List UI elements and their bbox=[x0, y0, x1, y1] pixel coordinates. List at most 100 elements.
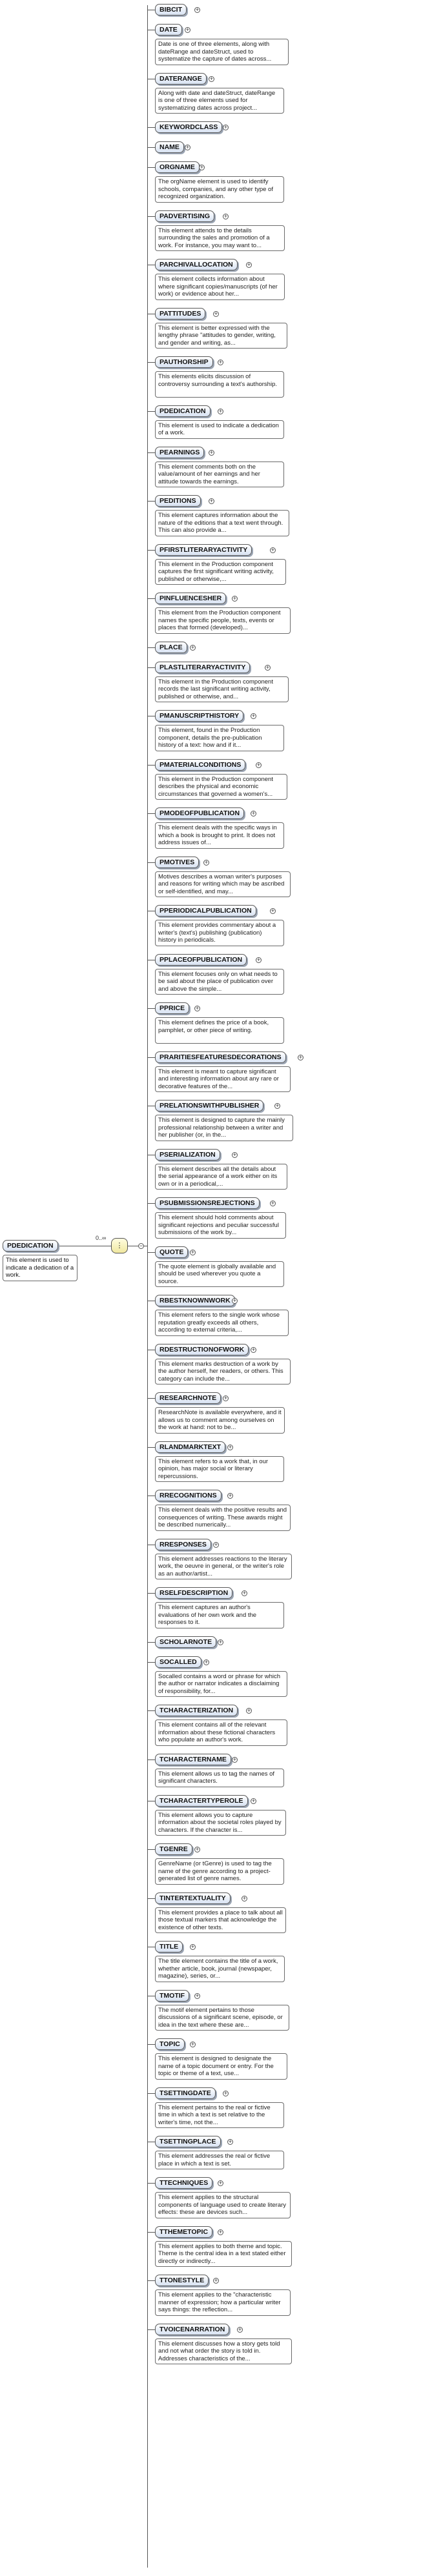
element-pserialization[interactable]: PSERIALIZATION bbox=[155, 1148, 220, 1161]
expand-icon[interactable]: + bbox=[218, 359, 223, 365]
expand-icon[interactable]: + bbox=[194, 6, 200, 13]
element-quote[interactable]: QUOTE bbox=[155, 1246, 189, 1258]
expand-icon[interactable]: + bbox=[218, 407, 223, 414]
element-peditions[interactable]: PEDITIONS bbox=[155, 495, 201, 507]
expand-icon[interactable]: + bbox=[209, 449, 214, 456]
element-orgname[interactable]: ORGNAME bbox=[155, 161, 200, 173]
expand-icon[interactable]: + bbox=[190, 2041, 196, 2047]
element-pprice[interactable]: PPRICE bbox=[155, 1002, 190, 1014]
element-rbestknownwork[interactable]: RBESTKNOWNWORK bbox=[155, 1295, 235, 1306]
element-pdedication[interactable]: PDEDICATION bbox=[155, 405, 211, 417]
element-pfirstliteraryactivity[interactable]: PFIRSTLITERARYACTIVITY bbox=[155, 543, 252, 556]
expand-icon[interactable]: + bbox=[232, 1151, 238, 1158]
expand-icon[interactable]: + bbox=[190, 1248, 196, 1255]
expand-icon[interactable]: + bbox=[194, 1992, 200, 1999]
element-pattitudes[interactable]: PATTITUDES bbox=[155, 307, 206, 319]
expand-icon[interactable]: + bbox=[213, 310, 219, 317]
expand-icon[interactable]: + bbox=[256, 956, 262, 963]
expand-icon[interactable]: − bbox=[138, 1242, 144, 1249]
expand-icon[interactable]: + bbox=[223, 124, 229, 130]
element-plastliteraryactivity[interactable]: PLASTLITERARYACTIVITY bbox=[155, 661, 251, 673]
expand-icon[interactable]: + bbox=[227, 1443, 233, 1450]
expand-icon[interactable]: + bbox=[199, 164, 205, 170]
expand-icon[interactable]: + bbox=[209, 75, 214, 82]
expand-icon[interactable]: + bbox=[190, 1943, 196, 1950]
element-rselfdescription[interactable]: RSELFDESCRIPTION bbox=[155, 1587, 233, 1599]
expand-icon[interactable]: + bbox=[194, 1005, 200, 1011]
expand-icon[interactable]: + bbox=[270, 546, 276, 553]
element-pmodeofpublication[interactable]: PMODEOFPUBLICATION bbox=[155, 807, 245, 819]
element-tthemetopic[interactable]: TTHEMETOPIC bbox=[155, 2226, 213, 2238]
root-element-pdedication[interactable]: PDEDICATION bbox=[3, 1240, 58, 1252]
element-parchivallocation[interactable]: PARCHIVALLOCATION bbox=[155, 259, 238, 270]
element-tintertextuality[interactable]: TINTERTEXTUALITY bbox=[155, 1892, 231, 1904]
expand-icon[interactable]: + bbox=[298, 1053, 303, 1060]
expand-icon[interactable]: + bbox=[242, 1590, 247, 1596]
element-daterange[interactable]: DATERANGE bbox=[155, 72, 207, 85]
expand-icon[interactable]: + bbox=[246, 261, 252, 268]
element-psubmissionsrejections[interactable]: PSUBMISSIONSREJECTIONS bbox=[155, 1197, 260, 1209]
element-tsettingdate[interactable]: TSETTINGDATE bbox=[155, 2087, 216, 2099]
expand-icon[interactable]: + bbox=[270, 1200, 276, 1206]
expand-icon[interactable]: + bbox=[270, 908, 276, 914]
expand-icon[interactable]: + bbox=[203, 1658, 209, 1665]
expand-icon[interactable]: + bbox=[227, 1492, 233, 1499]
element-pmanuscripthistory[interactable]: PMANUSCRIPTHISTORY bbox=[155, 710, 244, 722]
element-tsettingplace[interactable]: TSETTINGPLACE bbox=[155, 2136, 221, 2147]
expand-icon[interactable]: + bbox=[223, 212, 229, 219]
expand-icon[interactable]: + bbox=[227, 2138, 233, 2145]
element-title[interactable]: TITLE bbox=[155, 1941, 183, 1952]
element-rresponses[interactable]: RRESPONSES bbox=[155, 1538, 211, 1550]
expand-icon[interactable]: + bbox=[213, 1541, 219, 1548]
element-praritiesfeaturesdecorations[interactable]: PRARITIESFEATURESDECORATIONS bbox=[155, 1051, 286, 1063]
element-name[interactable]: NAME bbox=[155, 141, 184, 153]
expand-icon[interactable]: + bbox=[223, 2089, 229, 2096]
expand-icon[interactable]: + bbox=[218, 2228, 223, 2235]
element-tmotif[interactable]: TMOTIF bbox=[155, 1989, 190, 2002]
expand-icon[interactable]: + bbox=[274, 1102, 280, 1109]
expand-icon[interactable]: + bbox=[256, 761, 262, 768]
element-ttonestyle[interactable]: TTONESTYLE bbox=[155, 2275, 209, 2286]
element-scholarnote[interactable]: SCHOLARNOTE bbox=[155, 1636, 217, 1648]
expand-icon[interactable]: + bbox=[251, 1797, 256, 1804]
expand-icon[interactable]: + bbox=[237, 2326, 243, 2333]
element-tcharactertyperole[interactable]: TCHARACTERTYPEROLE bbox=[155, 1794, 248, 1807]
expand-icon[interactable]: + bbox=[218, 1638, 223, 1645]
element-researchnote[interactable]: RESEARCHNOTE bbox=[155, 1392, 221, 1404]
expand-icon[interactable]: + bbox=[213, 2277, 219, 2284]
element-padvertising[interactable]: PADVERTISING bbox=[155, 210, 214, 222]
choice-compositor[interactable]: ⋮ bbox=[111, 1238, 128, 1253]
element-rlandmarktext[interactable]: RLANDMARKTEXT bbox=[155, 1441, 226, 1453]
expand-icon[interactable]: + bbox=[232, 595, 238, 602]
element-socalled[interactable]: SOCALLED bbox=[155, 1656, 201, 1668]
expand-icon[interactable]: + bbox=[190, 644, 196, 651]
expand-icon[interactable]: + bbox=[232, 1756, 238, 1763]
element-pauthorship[interactable]: PAUTHORSHIP bbox=[155, 356, 213, 368]
expand-icon[interactable]: + bbox=[251, 713, 256, 719]
element-pearnings[interactable]: PEARNINGS bbox=[155, 446, 205, 458]
element-date[interactable]: DATE bbox=[155, 24, 182, 35]
expand-icon[interactable]: + bbox=[194, 1846, 200, 1852]
element-tcharacterization[interactable]: TCHARACTERIZATION bbox=[155, 1705, 238, 1716]
expand-icon[interactable]: + bbox=[209, 498, 214, 504]
element-pinfluencesher[interactable]: PINFLUENCESHER bbox=[155, 593, 227, 604]
element-pmotives[interactable]: PMOTIVES bbox=[155, 856, 200, 868]
element-pmaterialconditions[interactable]: PMATERIALCONDITIONS bbox=[155, 758, 246, 771]
element-ttechniques[interactable]: TTECHNIQUES bbox=[155, 2177, 213, 2189]
expand-icon[interactable]: + bbox=[242, 1894, 247, 1902]
element-bibcit[interactable]: BIBCIT bbox=[155, 4, 187, 15]
element-tvoicenarration[interactable]: TVOICENARRATION bbox=[155, 2323, 230, 2335]
expand-icon[interactable]: + bbox=[265, 664, 271, 671]
expand-icon[interactable]: + bbox=[185, 26, 190, 33]
element-rrecognitions[interactable]: RRECOGNITIONS bbox=[155, 1490, 221, 1501]
expand-icon[interactable]: + bbox=[251, 1346, 256, 1353]
element-keywordclass[interactable]: KEYWORDCLASS bbox=[155, 121, 223, 133]
expand-icon[interactable]: + bbox=[232, 1297, 238, 1304]
element-tgenre[interactable]: TGENRE bbox=[155, 1843, 192, 1855]
expand-icon[interactable]: + bbox=[223, 1395, 229, 1401]
element-tcharactername[interactable]: TCHARACTERNAME bbox=[155, 1753, 231, 1765]
element-pplaceofpublication[interactable]: PPLACEOFPUBLICATION bbox=[155, 953, 247, 966]
element-pperiodicalpublication[interactable]: PPERIODICALPUBLICATION bbox=[155, 905, 256, 917]
element-prelationswithpublisher[interactable]: PRELATIONSWITHPUBLISHER bbox=[155, 1100, 264, 1111]
expand-icon[interactable]: + bbox=[218, 2180, 223, 2186]
